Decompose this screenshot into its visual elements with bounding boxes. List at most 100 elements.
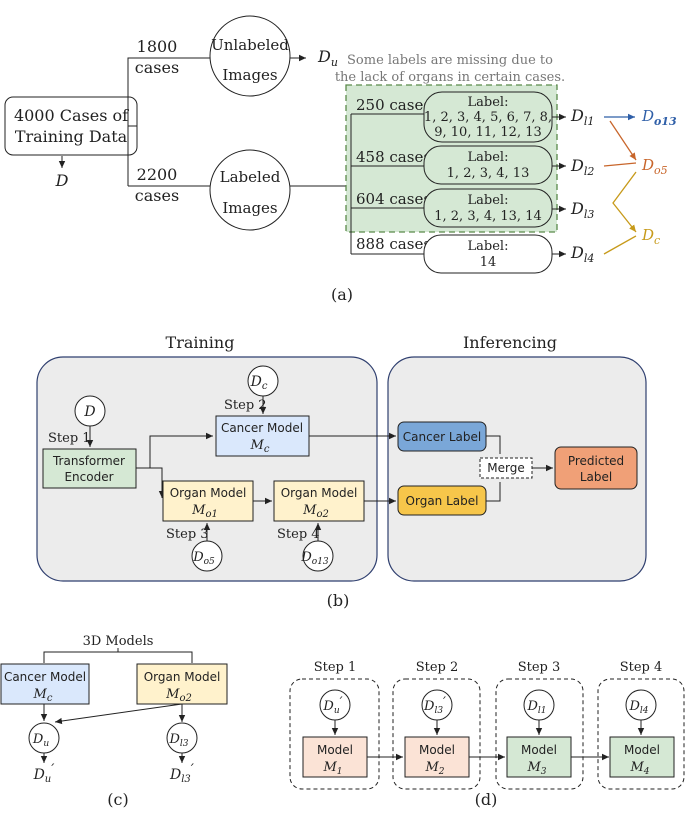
arrow-dl1-dl2-to-do5 bbox=[609, 120, 637, 161]
d-step1-container bbox=[289, 678, 380, 790]
do13-circle-label: Do13 bbox=[300, 550, 329, 567]
unlabeled-line2: Images bbox=[222, 66, 277, 84]
d-step3-model: Model bbox=[521, 743, 557, 757]
predicted-label-box bbox=[554, 446, 638, 490]
caption-a: (a) bbox=[331, 285, 353, 304]
organ-model-2-symbol: Mo2 bbox=[302, 503, 329, 520]
group2-label-l1: 1, 2, 3, 4, 13 bbox=[447, 166, 530, 181]
d-step1-input: Du′ bbox=[322, 695, 342, 716]
cancer-model-box bbox=[215, 415, 310, 457]
group2-label-box bbox=[423, 145, 553, 185]
c-arrow-organ-to-du bbox=[54, 703, 183, 725]
panel-b: Training Inferencing D Step 1 Transforme… bbox=[36, 333, 647, 610]
do5-circle-label: Do5 bbox=[192, 550, 215, 567]
d-step2-m: M2 bbox=[424, 760, 444, 777]
group1-label-l2: 9, 10, 11, 12, 13 bbox=[434, 125, 542, 140]
note-line2: the lack of organs in certain cases. bbox=[335, 70, 565, 85]
unlabeled-cases: cases bbox=[135, 58, 179, 77]
step4-label: Step 4 bbox=[277, 527, 320, 542]
unlabeled-images-circle bbox=[209, 15, 291, 97]
d-circle-label: D bbox=[83, 404, 95, 420]
organ-model-1-symbol: Mo1 bbox=[191, 503, 218, 520]
group2-label: Label: bbox=[468, 150, 509, 165]
dc-output: Dc bbox=[641, 226, 660, 247]
d-step4-title: Step 4 bbox=[620, 660, 663, 675]
c-cancer-model-box bbox=[0, 663, 90, 705]
step2-label: Step 2 bbox=[224, 398, 267, 413]
organ-model-1-line1: Organ Model bbox=[170, 486, 247, 500]
group4-cases: 888 cases bbox=[356, 235, 431, 253]
predicted-line2: Label bbox=[580, 470, 612, 484]
d-step4-model-box bbox=[609, 736, 675, 778]
caption-d: (d) bbox=[475, 790, 498, 809]
step3-label: Step 3 bbox=[166, 527, 209, 542]
c-cancer-model-line1: Cancer Model bbox=[4, 670, 86, 684]
organ-model-2-box bbox=[273, 480, 365, 522]
caption-b: (b) bbox=[327, 591, 350, 610]
organ-model-2-line1: Organ Model bbox=[281, 486, 358, 500]
d-step2-model: Model bbox=[419, 743, 455, 757]
merge-text: Merge bbox=[487, 461, 524, 475]
encoder-branch-organ bbox=[150, 467, 166, 498]
encoder-line1: Transformer bbox=[52, 454, 125, 468]
panel-d: Step 1 Du′ Model M1 Step 2 Dl3′ Model M2… bbox=[289, 660, 685, 809]
group1-label-l1: 1, 2, 3, 4, 5, 6, 7, 8, bbox=[424, 110, 552, 125]
do13-output: Do13 bbox=[641, 107, 677, 128]
d-step4-model: Model bbox=[624, 743, 660, 757]
dl3-output: Dl3 bbox=[570, 199, 594, 221]
cancer-model-line1: Cancer Model bbox=[221, 421, 303, 435]
arrow-do5-to-dc bbox=[612, 171, 637, 233]
labeled-images-circle bbox=[209, 149, 291, 231]
c-cancer-model-symbol: Mc bbox=[33, 687, 53, 704]
predicted-line1: Predicted bbox=[568, 454, 624, 468]
group3-label: Label: bbox=[468, 193, 509, 208]
panel-a: 4000 Cases of Training Data D 1800 cases… bbox=[4, 15, 677, 304]
cancer-label-text: Cancer Label bbox=[403, 430, 481, 444]
d-step2-container bbox=[392, 678, 481, 790]
group4-label-l1: 14 bbox=[480, 255, 497, 270]
panel-c: 3D Models Cancer Model Mc Organ Model Mo… bbox=[0, 634, 228, 809]
d-step3-m: M3 bbox=[526, 760, 546, 777]
encoder-branch bbox=[136, 432, 213, 469]
d-symbol: D bbox=[55, 171, 69, 190]
labeled-line1: Labeled bbox=[220, 168, 281, 186]
encoder-line2: Encoder bbox=[64, 470, 113, 484]
c-dl3-label: Dl3 bbox=[168, 732, 188, 749]
dc-circle-label: Dc bbox=[250, 374, 268, 392]
organ-label-text: Organ Label bbox=[406, 494, 479, 508]
d-step3-input: Dl1 bbox=[526, 699, 546, 716]
transformer-encoder-box bbox=[42, 448, 137, 489]
d-step2-input: Dl3′ bbox=[423, 695, 446, 716]
d-step3-model-box bbox=[506, 736, 572, 778]
step1-label: Step 1 bbox=[48, 431, 91, 446]
d-step4-container bbox=[597, 678, 685, 790]
d-step2-title: Step 2 bbox=[416, 660, 459, 675]
labeled-line2: Images bbox=[222, 199, 277, 217]
c-bracket bbox=[43, 651, 193, 663]
group1-label: Label: bbox=[468, 95, 509, 110]
c-organ-model-line1: Organ Model bbox=[144, 670, 221, 684]
d-step1-model: Model bbox=[317, 743, 353, 757]
training-data-line2: Training Data bbox=[15, 127, 128, 146]
training-data-line1: 4000 Cases of bbox=[14, 106, 129, 125]
caption-c: (c) bbox=[107, 790, 128, 809]
d-step3-container bbox=[495, 678, 584, 790]
group3-label-l1: 1, 2, 3, 4, 13, 14 bbox=[434, 209, 542, 224]
note-line1: Some labels are missing due to bbox=[347, 53, 553, 68]
d-step3-title: Step 3 bbox=[518, 660, 561, 675]
c-organ-model-box bbox=[136, 663, 228, 705]
organ-to-merge bbox=[486, 482, 501, 502]
arrow-dl2-to-do5 bbox=[603, 162, 637, 167]
group2-cases: 458 cases bbox=[356, 148, 431, 166]
cancer-model-symbol: Mc bbox=[250, 438, 270, 455]
labeled-cases: cases bbox=[135, 186, 179, 205]
c-dl3-prime: Dl3′ bbox=[169, 762, 195, 785]
arrow-dl4-to-dc bbox=[603, 235, 637, 255]
c-title: 3D Models bbox=[83, 634, 154, 649]
group4-label: Label: bbox=[468, 239, 509, 254]
inferencing-title: Inferencing bbox=[463, 333, 557, 352]
cancer-to-merge bbox=[486, 435, 501, 454]
dl1-output: Dl1 bbox=[570, 106, 594, 128]
